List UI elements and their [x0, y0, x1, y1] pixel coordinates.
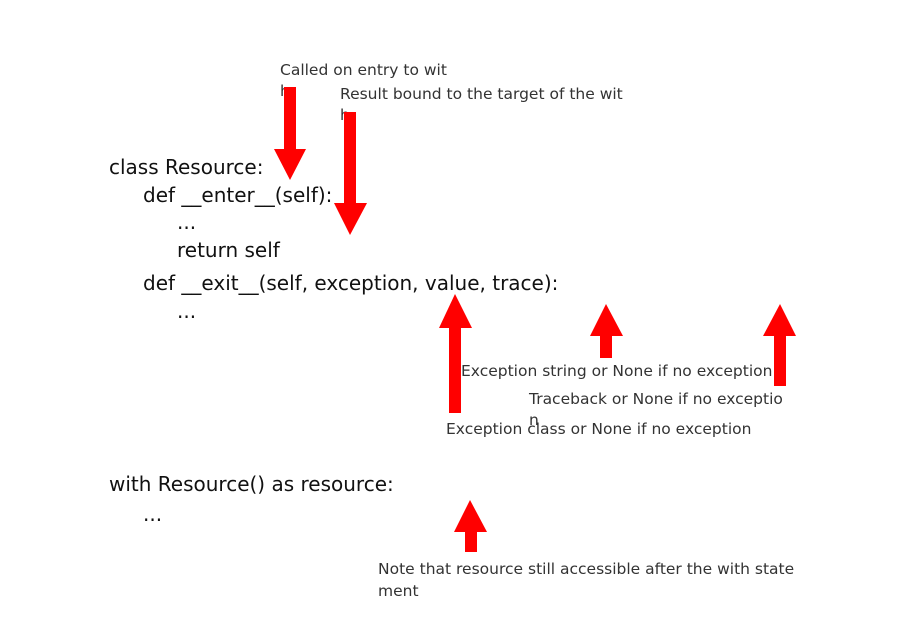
code-exit-def: def __exit__(self, exception, value, tra… [143, 271, 559, 295]
code-with-ellipsis: ... [143, 502, 163, 526]
code-with-line: with Resource() as resource: [109, 472, 394, 496]
code-exit-ellipsis: ... [177, 299, 197, 323]
enter-note-line-1: Called on entry to wit [280, 61, 447, 79]
arrow-up-value-icon [590, 304, 623, 358]
code-class-line: class Resource: [109, 155, 264, 179]
value-note: Exception string or None if no exception [461, 362, 773, 380]
trace-note-line-2: n [529, 411, 539, 429]
resource-note-line-2: ment [378, 582, 419, 600]
arrow-down-enter-icon [274, 87, 306, 180]
exception-note: Exception class or None if no exception [446, 420, 752, 438]
resource-note-line-1: Note that resource still accessible afte… [378, 560, 795, 578]
trace-note-line-1: Traceback or None if no exceptio [529, 390, 783, 408]
code-enter-def: def __enter__(self): [143, 183, 333, 207]
code-return-line: return self [177, 238, 280, 262]
arrow-up-trace-icon [763, 304, 796, 386]
result-note-line-1: Result bound to the target of the wit [340, 85, 623, 103]
arrow-up-resource-icon [454, 500, 487, 552]
arrow-down-result-icon [334, 112, 367, 235]
code-enter-ellipsis: ... [177, 210, 197, 234]
arrow-up-exception-icon [439, 294, 472, 413]
